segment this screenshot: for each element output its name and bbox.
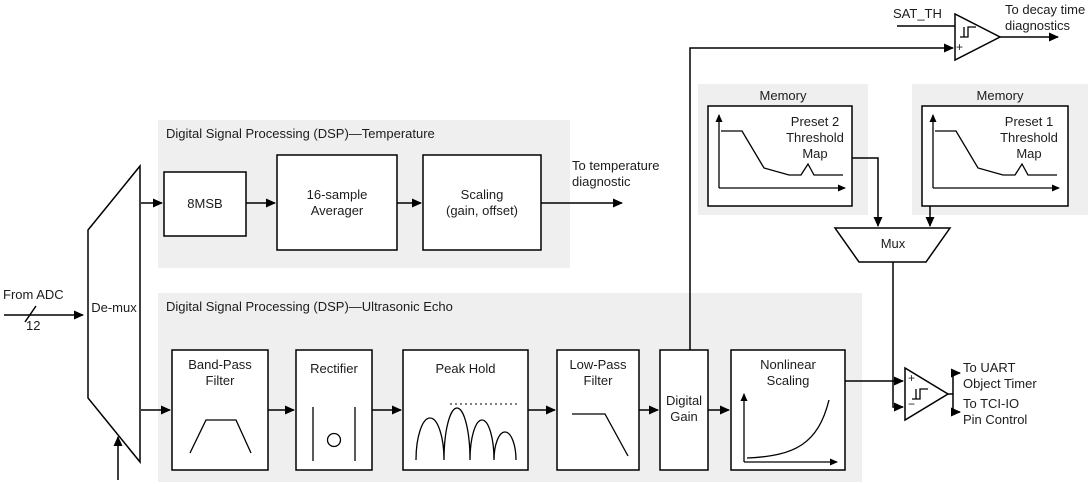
block-lowpass-label: Low-Pass Filter: [569, 357, 627, 388]
block-scaling: [422, 154, 542, 251]
demux-shape: [87, 163, 141, 465]
block-rectifier-label: Rectifier: [310, 361, 358, 376]
wire-mux-to-comparator-minus: [892, 262, 904, 412]
object-comparator-triangle: [904, 366, 950, 422]
block-preset2-threshold-map: [707, 105, 853, 207]
hysteresis-icon: [960, 26, 976, 38]
block-peak-hold-label: Peak Hold: [435, 361, 496, 376]
low-pass-response-icon: [572, 413, 629, 457]
block-scaling-label: Scaling (gain, offset): [445, 187, 519, 218]
preset1-threshold-map-label: Preset 1 Threshold Map: [1000, 114, 1058, 161]
object-comparator-plus-sign: +: [908, 371, 916, 385]
block-bandpass-filter: [171, 349, 269, 471]
sat-comparator-triangle: [954, 12, 1002, 62]
block-bandpass-label: Band-Pass Filter: [188, 357, 252, 388]
block-averager-label: 16-sample Averager: [306, 187, 368, 218]
block-nonlinear-label: Nonlinear Scaling: [760, 357, 816, 388]
block-digital-gain-label: Digital Gain: [665, 393, 703, 424]
preset2-threshold-map-label: Preset 2 Threshold Map: [786, 114, 844, 161]
bus-width-slash: [24, 305, 37, 323]
block-8msb: [163, 171, 247, 237]
demux-label: De-mux: [91, 300, 137, 315]
mux-shape: [833, 227, 952, 263]
band-pass-response-icon: [189, 419, 252, 454]
block-peak-hold: [402, 349, 529, 471]
sat-comparator-plus-sign: +: [956, 40, 964, 54]
wire-preset2-to-mux: [852, 157, 883, 227]
mux-label: Mux: [880, 236, 906, 251]
block-averager: [276, 154, 398, 251]
threshold-map-icon: [715, 114, 846, 192]
bus-width-label: 12: [26, 318, 41, 333]
sat-th-label: SAT_TH: [893, 6, 942, 21]
tci-output-label: To TCI-IO Pin Control: [963, 396, 1028, 427]
memory-preset1-title: Memory: [976, 88, 1024, 103]
uart-output-label: To UART Object Timer: [963, 360, 1037, 391]
from-adc-label: From ADC: [3, 287, 64, 302]
threshold-map-icon: [929, 114, 1060, 192]
dsp-echo-title: Digital Signal Processing (DSP)—Ultrason…: [166, 299, 453, 314]
hysteresis-icon: [912, 388, 928, 400]
temperature-output-label: To temperature diagnostic: [572, 158, 660, 189]
wire-saturation-tap: [689, 43, 954, 350]
block-preset1-threshold-map: [921, 105, 1069, 207]
object-comparator-minus-sign: −: [908, 397, 916, 411]
block-digital-gain: [659, 349, 709, 471]
dsp-temperature-title: Digital Signal Processing (DSP)—Temperat…: [166, 126, 435, 141]
peak-envelope-icon: [415, 403, 520, 461]
decay-output-label: To decay time diagnostics: [1005, 2, 1086, 33]
exponential-curve-icon: [740, 393, 838, 466]
block-rectifier: [295, 349, 373, 471]
memory-preset2-title: Memory: [759, 88, 807, 103]
block-8msb-label: 8MSB: [187, 196, 223, 211]
absolute-value-icon: [312, 407, 356, 461]
